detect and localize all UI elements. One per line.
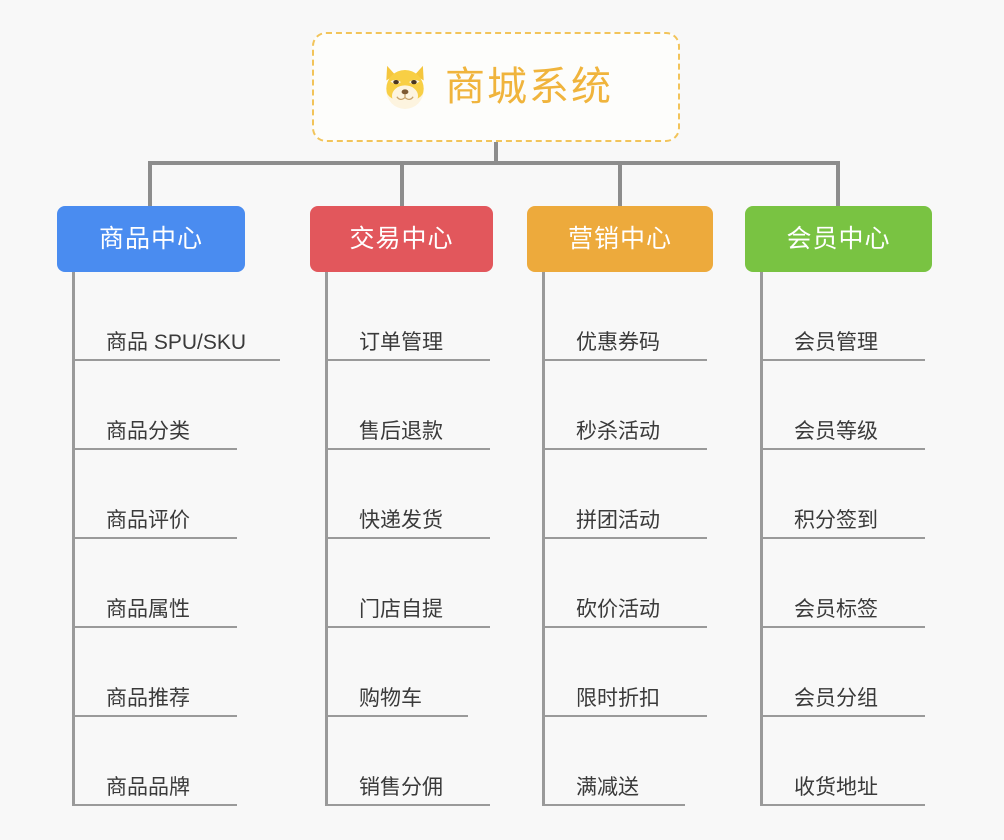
leaf-item-label: 商品 SPU/SKU xyxy=(106,330,247,354)
leaf-item-label: 售后退款 xyxy=(359,419,443,443)
leaf-item[interactable]: 商品属性 xyxy=(72,539,237,628)
leaf-item-label: 商品属性 xyxy=(106,597,190,621)
leaf-item[interactable]: 商品品牌 xyxy=(72,717,237,806)
leaf-item-label: 商品分类 xyxy=(106,419,190,443)
leaf-item[interactable]: 商品分类 xyxy=(72,361,237,450)
leaf-item-label: 销售分佣 xyxy=(359,775,443,799)
category-box-marketing-center[interactable]: 营销中心 xyxy=(527,206,713,272)
leaf-item[interactable]: 积分签到 xyxy=(760,450,925,539)
shiba-dog-face-icon xyxy=(386,65,424,109)
category-label-trade-center: 交易中心 xyxy=(349,224,454,253)
connector-drop-trade-center xyxy=(400,161,404,208)
leaf-item[interactable]: 购物车 xyxy=(325,628,468,717)
root-node-mall-system[interactable]: 商城系统 xyxy=(312,32,680,142)
leaf-item-label: 会员分组 xyxy=(794,686,878,710)
leaf-item[interactable]: 销售分佣 xyxy=(325,717,490,806)
leaf-item-label: 砍价活动 xyxy=(576,597,660,621)
leaf-item[interactable]: 快递发货 xyxy=(325,450,490,539)
root-node-label: 商城系统 xyxy=(445,65,613,109)
leaf-item-label: 门店自提 xyxy=(359,597,443,621)
trunk-line-marketing-center xyxy=(542,272,545,806)
trunk-line-trade-center xyxy=(325,272,328,806)
connector-drop-marketing-center xyxy=(618,161,622,208)
leaf-item-label: 商品品牌 xyxy=(106,775,190,799)
leaf-item[interactable]: 售后退款 xyxy=(325,361,490,450)
leaf-item[interactable]: 商品 SPU/SKU xyxy=(72,272,280,361)
leaf-item[interactable]: 会员分组 xyxy=(760,628,925,717)
leaf-item-label: 满减送 xyxy=(576,775,639,799)
leaf-item[interactable]: 商品评价 xyxy=(72,450,237,539)
category-box-trade-center[interactable]: 交易中心 xyxy=(310,206,493,272)
connector-root-stem xyxy=(494,142,498,164)
category-label-member-center: 会员中心 xyxy=(786,224,891,253)
leaf-item-label: 会员等级 xyxy=(794,419,878,443)
leaf-item-label: 快递发货 xyxy=(359,508,443,532)
leaf-item[interactable]: 会员管理 xyxy=(760,272,925,361)
leaf-item-label: 商品推荐 xyxy=(106,686,190,710)
leaf-item[interactable]: 会员等级 xyxy=(760,361,925,450)
connector-drop-product-center xyxy=(148,161,152,208)
category-label-marketing-center: 营销中心 xyxy=(567,224,672,253)
leaf-item-label: 收货地址 xyxy=(794,775,878,799)
leaf-item[interactable]: 收货地址 xyxy=(760,717,925,806)
category-box-product-center[interactable]: 商品中心 xyxy=(57,206,245,272)
trunk-line-product-center xyxy=(72,272,75,806)
category-box-member-center[interactable]: 会员中心 xyxy=(745,206,932,272)
connector-drop-member-center xyxy=(836,161,840,208)
leaf-item-label: 秒杀活动 xyxy=(576,419,660,443)
leaf-item[interactable]: 限时折扣 xyxy=(542,628,707,717)
leaf-item[interactable]: 商品推荐 xyxy=(72,628,237,717)
leaf-item-label: 会员管理 xyxy=(794,330,878,354)
leaf-item[interactable]: 会员标签 xyxy=(760,539,925,628)
category-label-product-center: 商品中心 xyxy=(98,224,203,253)
leaf-item[interactable]: 砍价活动 xyxy=(542,539,707,628)
leaf-item-label: 积分签到 xyxy=(794,508,878,532)
leaf-item[interactable]: 满减送 xyxy=(542,717,685,806)
leaf-item-label: 会员标签 xyxy=(794,597,878,621)
leaf-item[interactable]: 优惠券码 xyxy=(542,272,707,361)
connector-horizontal-bus xyxy=(148,161,840,165)
trunk-line-member-center xyxy=(760,272,763,806)
leaf-item[interactable]: 门店自提 xyxy=(325,539,490,628)
leaf-item-label: 优惠券码 xyxy=(576,330,660,354)
leaf-item-label: 订单管理 xyxy=(359,330,443,354)
leaf-item[interactable]: 拼团活动 xyxy=(542,450,707,539)
leaf-item-label: 限时折扣 xyxy=(576,686,660,710)
leaf-item-label: 商品评价 xyxy=(106,508,190,532)
leaf-item-label: 购物车 xyxy=(359,686,422,710)
leaf-item[interactable]: 秒杀活动 xyxy=(542,361,707,450)
leaf-item-label: 拼团活动 xyxy=(576,508,660,532)
leaf-item[interactable]: 订单管理 xyxy=(325,272,490,361)
